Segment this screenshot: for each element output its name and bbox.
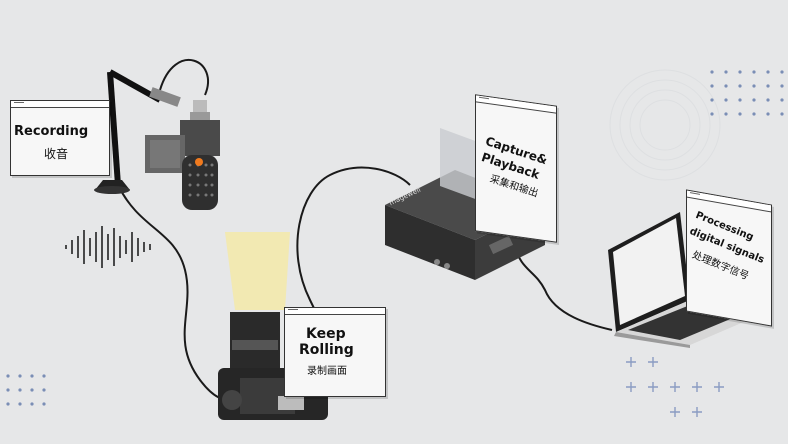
background-pattern (609, 69, 721, 181)
keep-label-en-2: Rolling (299, 342, 354, 358)
light-beam (225, 232, 290, 310)
soundwave (65, 226, 151, 268)
camera (218, 312, 328, 420)
recording-label-zh: 收音 (44, 147, 69, 161)
keep-label-en-1: Keep (306, 326, 346, 342)
plus-grid-bottom-right (626, 357, 724, 417)
dot-grid-top-right (710, 70, 784, 116)
window-titlebar (285, 308, 385, 315)
recording-label-en: Recording (14, 124, 89, 139)
microphone (145, 100, 220, 210)
mic-arm (94, 69, 181, 194)
window-titlebar (11, 101, 109, 108)
keep-rolling-window (284, 307, 386, 397)
recording-window (10, 100, 110, 176)
dot-grid-bottom-left (6, 374, 46, 406)
keep-label-zh: 录制画面 (307, 366, 347, 377)
